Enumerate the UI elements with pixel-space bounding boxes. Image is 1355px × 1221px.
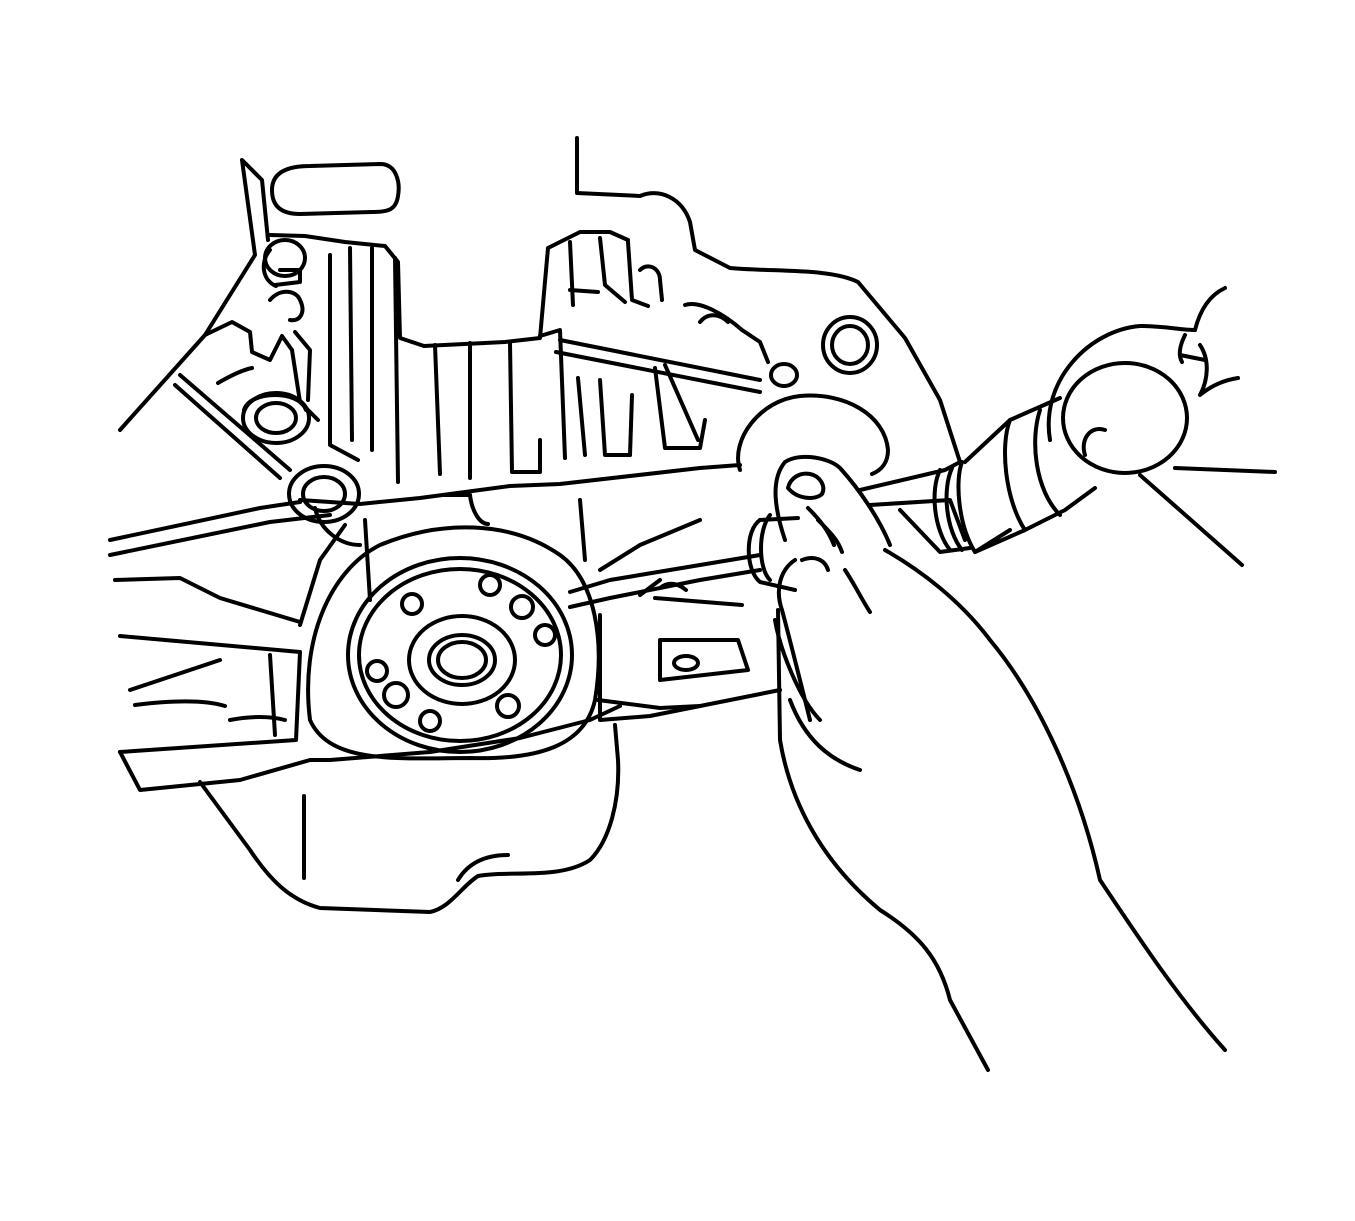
boss-small-right (769, 362, 799, 388)
boss-upper-left (263, 238, 307, 278)
boss-mid-left (241, 391, 311, 445)
bolt-bosses (241, 238, 890, 524)
engine-block (108, 136, 962, 792)
seal-ring (736, 393, 890, 476)
boss-lower-left (287, 464, 361, 524)
crankshaft-flange (306, 525, 700, 761)
oil-pan (198, 723, 621, 914)
hand (746, 454, 1227, 1072)
boss-upper-right (821, 315, 879, 375)
tool-handle (858, 286, 1277, 567)
flange-bolt-holes (365, 573, 557, 733)
